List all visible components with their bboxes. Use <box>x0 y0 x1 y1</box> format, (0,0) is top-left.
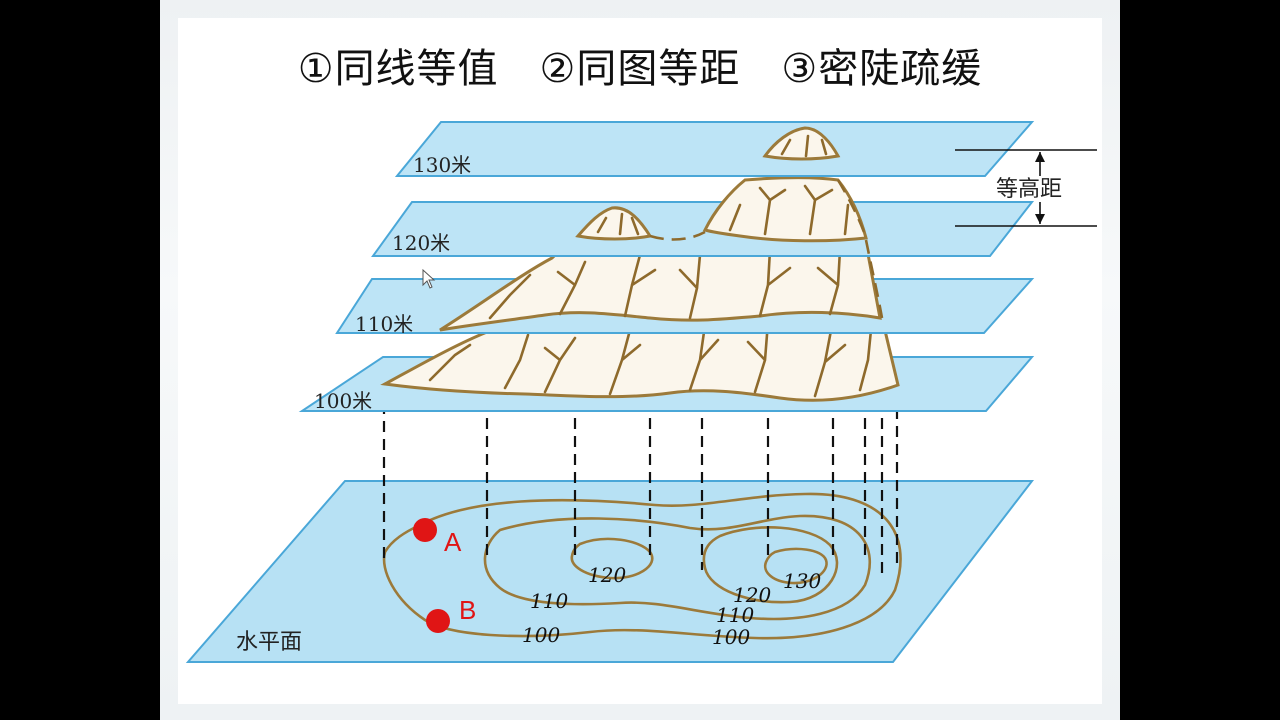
level-label-100: 100米 <box>314 389 372 413</box>
contour-label: 120 <box>588 563 626 587</box>
contour-label: 100 <box>522 623 560 647</box>
contour-130 <box>763 547 828 585</box>
contour-label: 130 <box>783 569 821 593</box>
terrain-left-peak <box>575 206 653 241</box>
contour-interval-indicator <box>955 149 1097 227</box>
level-label-130: 130米 <box>413 153 471 177</box>
terrain-ridges-middle <box>488 248 842 320</box>
level-label-120: 120米 <box>392 231 450 255</box>
contour-120-right <box>702 526 839 604</box>
contour-label: 120 <box>733 583 771 607</box>
projection-lines <box>382 385 899 575</box>
contour-label: 110 <box>530 589 568 613</box>
contour-label: 100 <box>712 625 750 649</box>
level-plane-130 <box>394 121 1035 177</box>
contour-110 <box>483 514 871 621</box>
terrain-slope-rim-lower <box>864 239 884 319</box>
point-b-marker <box>426 609 450 633</box>
contour-label: 110 <box>716 603 754 627</box>
point-b-label: B <box>459 595 476 625</box>
terrain-ridges-left-peak <box>596 212 640 236</box>
contour-120-left <box>570 537 654 580</box>
contour-100 <box>382 492 902 640</box>
terrain-ridges-summit <box>780 134 828 158</box>
level-label-110: 110米 <box>355 312 413 336</box>
level-plane-120 <box>371 201 1035 257</box>
ground-plane <box>185 480 1035 663</box>
terrain-ridges-upper <box>728 184 850 236</box>
terrain-slope-rim <box>836 179 868 239</box>
contour-interval-label: 等高距 <box>996 177 1062 202</box>
slide-title: ①同线等值 ②同图等距 ③密陡疏缓 <box>297 46 983 92</box>
ground-plane-label: 水平面 <box>236 630 302 655</box>
mouse-cursor-icon <box>422 268 436 289</box>
point-a-label: A <box>444 527 462 557</box>
point-a-marker <box>413 518 437 542</box>
terrain-saddle-rim <box>649 230 706 241</box>
